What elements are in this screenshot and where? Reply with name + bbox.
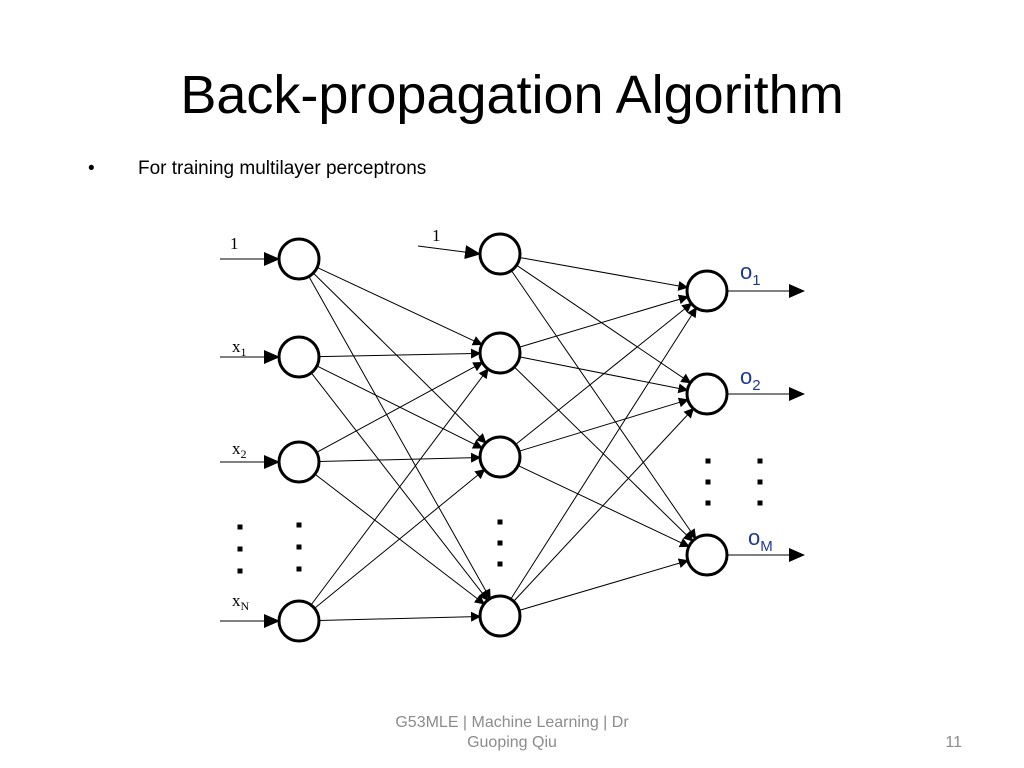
ellipsis-dot-2-0 — [497, 519, 503, 525]
connection-lines — [308, 257, 697, 622]
hidden-bias-label: 1 — [432, 226, 441, 245]
footer-line-2: Guoping Qiu — [467, 734, 557, 751]
ellipsis-dot-2-1 — [497, 540, 503, 546]
hidden-node-2 — [478, 435, 522, 479]
hidden-node-0 — [478, 232, 522, 276]
edge-hidden-3-output-0 — [510, 307, 697, 600]
input-node-1 — [277, 335, 321, 379]
bullet-text: For training multilayer perceptrons — [138, 158, 427, 179]
edge-input-3-hidden-3 — [318, 611, 482, 622]
input-label-x2: x2 — [232, 439, 247, 461]
ellipsis-dot-3-0 — [705, 458, 711, 464]
output-node-2 — [685, 533, 729, 577]
edge-hidden-0-output-2 — [510, 270, 697, 540]
edge-hidden-3-output-1 — [513, 407, 695, 602]
output-node-0 — [685, 269, 729, 313]
slide-title: Back-propagation Algorithm — [180, 65, 844, 125]
input-label-xN: xN — [232, 591, 250, 613]
external-arrows — [220, 245, 805, 628]
ellipsis-dot-0-2 — [237, 568, 243, 574]
hidden-bias-arrow — [417, 245, 481, 260]
output-label-oM: oM — [748, 525, 773, 555]
edge-input-3-hidden-2 — [314, 469, 486, 609]
ellipsis-dot-1-2 — [296, 566, 302, 572]
ellipsis-dot-0-0 — [237, 524, 243, 530]
edge-input-1-hidden-1 — [318, 348, 482, 359]
edge-hidden-3-output-2 — [519, 558, 689, 611]
footer-line-1: G53MLE | Machine Learning | Dr — [395, 714, 629, 731]
output-label-o1: o1 — [740, 259, 761, 289]
ellipsis-dot-3-2 — [705, 500, 711, 506]
ellipsis-dot-2-2 — [497, 561, 503, 567]
footer-course: G53MLE | Machine Learning | Dr Guoping Q… — [342, 713, 682, 753]
ellipsis-dot-3-1 — [705, 479, 711, 485]
ellipsis-dot-4-1 — [757, 479, 763, 485]
ellipsis-dot-0-1 — [237, 546, 243, 552]
edge-input-0-hidden-3 — [308, 276, 491, 600]
edge-input-2-hidden-1 — [316, 362, 484, 453]
ellipsis-dot-4-0 — [757, 458, 763, 464]
output-label-o2: o2 — [740, 364, 761, 394]
input-node-3 — [277, 599, 321, 643]
edge-input-0-hidden-2 — [312, 272, 487, 444]
input-node-2 — [277, 440, 321, 484]
ellipsis-dots — [237, 458, 763, 574]
output-node-1 — [685, 372, 729, 416]
neuron-nodes — [277, 232, 729, 643]
edge-hidden-1-output-0 — [519, 294, 689, 348]
hidden-node-1 — [478, 331, 522, 375]
edge-hidden-2-output-1 — [518, 397, 689, 452]
edge-hidden-2-output-0 — [515, 302, 693, 445]
edge-hidden-2-output-2 — [517, 465, 690, 548]
ellipsis-dot-1-0 — [296, 522, 302, 528]
ellipsis-dot-4-2 — [757, 500, 763, 506]
edge-input-2-hidden-2 — [318, 452, 482, 463]
bullet-marker: • — [88, 158, 95, 179]
input-node-0 — [277, 237, 321, 281]
edge-hidden-0-output-1 — [516, 264, 692, 384]
edge-input-0-hidden-1 — [316, 267, 483, 346]
hidden-node-3 — [478, 594, 522, 638]
input-label-x1: x1 — [232, 337, 247, 359]
input-label-bias: 1 — [230, 234, 239, 253]
page-number: 11 — [945, 734, 962, 751]
edge-hidden-0-output-0 — [519, 257, 689, 291]
edge-input-3-hidden-1 — [310, 368, 489, 606]
ellipsis-dot-1-1 — [296, 544, 302, 550]
